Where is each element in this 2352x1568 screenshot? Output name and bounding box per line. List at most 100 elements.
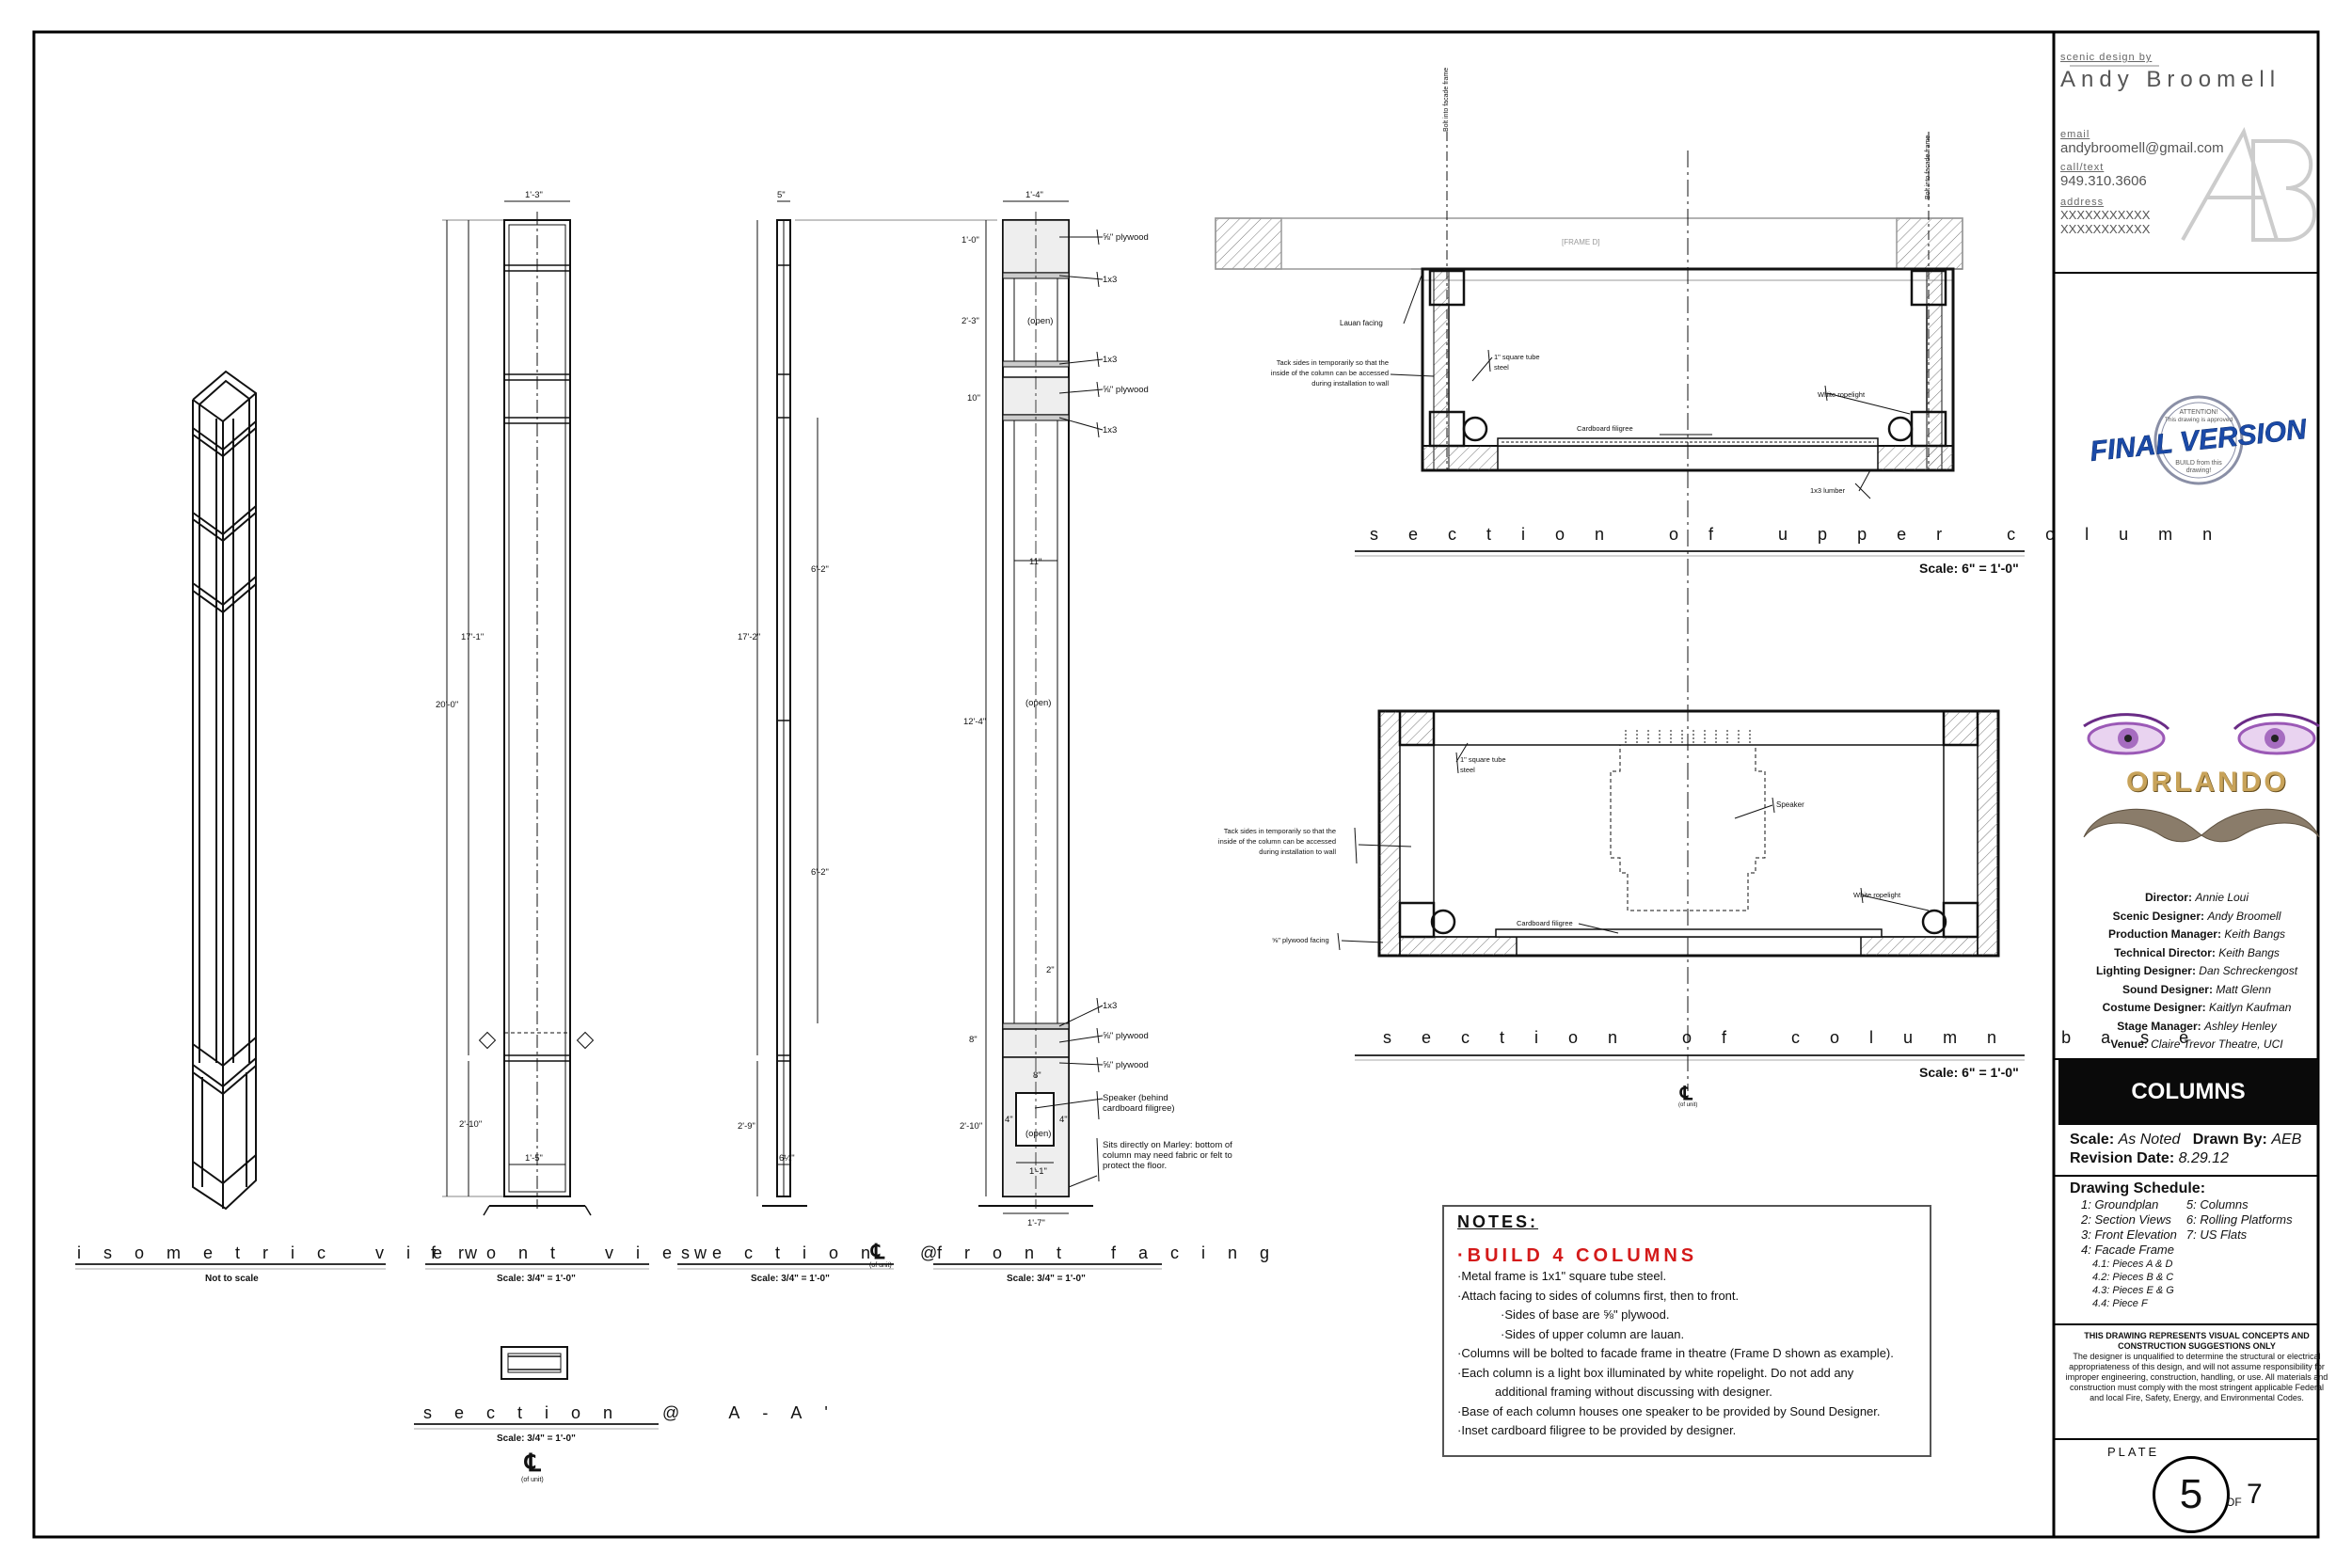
ff-open-1: (open) <box>1027 316 1054 326</box>
schedule-item: 1: Groundplan <box>2081 1197 2159 1212</box>
sheet-title: COLUMNS <box>2058 1059 2318 1125</box>
credit-row: Production Manager: Keith Bangs <box>2107 927 2286 941</box>
front-scale: Scale: 3/4" = 1'-0" <box>497 1274 576 1284</box>
base-section-scale: Scale: 6" = 1'-0" <box>1919 1065 2019 1080</box>
email-label: email <box>2060 129 2090 140</box>
credit-row: Venue: Claire Trevor Theatre, UCI <box>2110 1037 2283 1051</box>
front-view-column <box>442 200 595 1216</box>
dim-ff-2: 2'-3" <box>961 316 979 326</box>
bolt-callout-right: Bolt into facade frame <box>1925 135 1931 199</box>
ff-open-2: (open) <box>1025 698 1052 708</box>
address-label: address <box>2060 197 2105 208</box>
credit-row: Sound Designer: Matt Glenn <box>2122 982 2272 996</box>
upper-lumber-callout: 1x3 lumber <box>1810 486 1846 495</box>
column-base-section <box>1337 709 2000 958</box>
dim-front-base: 2'-10" <box>459 1119 483 1130</box>
designer-phone: 949.310.3606 <box>2060 173 2147 189</box>
plate-total: 7 <box>2247 1479 2263 1510</box>
orlando-eyes <box>2083 713 2320 755</box>
base-tube-callout: 1" square tube steel <box>1460 755 1506 774</box>
dim-ff-4: 6'-2" <box>811 564 829 575</box>
plate-of: OF <box>2226 1496 2242 1509</box>
front-title: front view <box>431 1243 730 1262</box>
centerline-symbol: ℄ <box>871 1240 885 1263</box>
dim-ff-3: 10" <box>967 393 980 404</box>
section-cl-column <box>756 200 997 1207</box>
ab-monogram <box>2181 126 2316 242</box>
notes-heading: NOTES: <box>1457 1212 1539 1231</box>
upper-section-scale: Scale: 6" = 1'-0" <box>1919 561 2019 576</box>
base-ply-callout: ⅝" plywood facing <box>1272 936 1329 944</box>
final-version-stamp: ATTENTION! This drawing is approved FINA… <box>2089 393 2310 492</box>
orlando-mustache <box>2083 808 2320 843</box>
note-line: ·Sides of base are ⅝" plywood. <box>1501 1307 1670 1322</box>
schedule-subitem: 4.2: Pieces B & C <box>2092 1272 2174 1283</box>
front-facing-scale: Scale: 3/4" = 1'-0" <box>1007 1274 1086 1284</box>
drawing-schedule: Drawing Schedule: 1: Groundplan 2: Secti… <box>2070 1180 2343 1310</box>
dim-ff-base-inner: 1'-1" <box>1029 1166 1047 1177</box>
base-speaker-callout: Speaker <box>1776 800 1804 809</box>
iso-scale: Not to scale <box>205 1274 259 1284</box>
dim-ff-6: 6'-2" <box>811 867 829 878</box>
upper-filigree-callout: Cardboard filigree <box>1577 424 1633 433</box>
production-credits: Director: Annie Loui Scenic Designer: An… <box>2060 889 2333 1054</box>
dim-sec-upper: 17'-2" <box>738 632 761 642</box>
dim-front-base-width: 1'-5" <box>525 1153 543 1164</box>
note-line: ·Attach facing to sides of columns first… <box>1457 1288 1740 1303</box>
note-line: ·Columns will be bolted to facade frame … <box>1457 1346 1894 1360</box>
credit-label: scenic design by <box>2060 52 2153 63</box>
dim-ff-sp-top: 8" <box>1033 1070 1041 1081</box>
ff-callout: ⅝" plywood <box>1103 232 1149 243</box>
dim-ff-sp-side-2: 4" <box>1059 1115 1068 1125</box>
schedule-item: 7: US Flats <box>2185 1227 2248 1242</box>
dim-sec-width: 5" <box>777 190 786 200</box>
section-cl-scale: Scale: 3/4" = 1'-0" <box>751 1274 830 1284</box>
dim-ff-5: 12'-4" <box>963 717 987 727</box>
upper-tack-callout: Tack sides in temporarily so that the in… <box>1270 358 1389 388</box>
front-facing-title: front facing <box>937 1243 1293 1262</box>
section-aa-note: (of unit) <box>521 1477 544 1483</box>
schedule-subitem: 4.4: Piece F <box>2092 1298 2148 1309</box>
iso-title: isometric view <box>77 1243 501 1262</box>
schedule-item: 3: Front Elevation <box>2081 1227 2177 1242</box>
dim-ff-inner: 11" <box>1029 557 1042 567</box>
ff-callout: 1x3 <box>1103 355 1118 365</box>
ff-speaker-callout: Speaker (behind cardboard filigree) <box>1103 1093 1175 1114</box>
address-line-2: XXXXXXXXXXX <box>2060 222 2151 236</box>
section-aa-title: section @ A-A' <box>423 1403 850 1422</box>
base-section-title: section of column base <box>1383 1028 2219 1047</box>
dim-ff-width: 1'-4" <box>1025 190 1043 200</box>
stamp-bottom-1: BUILD from this <box>2175 460 2222 467</box>
ff-callout: 1x3 <box>1103 1001 1118 1011</box>
upper-section-title: section of upper column <box>1370 525 2243 544</box>
dim-ff-1: 1'-0" <box>961 235 979 245</box>
ff-open-3: (open) <box>1025 1129 1052 1139</box>
note-line: ·Metal frame is 1x1" square tube steel. <box>1457 1269 1667 1283</box>
plate-label: PLATE <box>2107 1445 2160 1459</box>
centerline-symbol: ℄ <box>525 1449 541 1477</box>
stamp-line2: This drawing is approved <box>2165 417 2233 423</box>
dim-ff-9: 2'-10" <box>960 1121 983 1132</box>
lauan-callout: Lauan facing <box>1340 319 1383 327</box>
ff-callout: 1x3 <box>1103 275 1118 285</box>
upper-column-section <box>1215 132 1963 1091</box>
isometric-column <box>192 370 257 1211</box>
frame-label: [FRAME D] <box>1562 238 1600 246</box>
credit-row: Stage Manager: Ashley Henley <box>2117 1019 2277 1033</box>
note-line: ·Each column is a light box illuminated … <box>1457 1365 1854 1380</box>
bolt-callout-left: Bolt into facade frame <box>1443 67 1450 132</box>
designer-name: Andy Broomell <box>2060 67 2281 92</box>
schedule-item: 6: Rolling Platforms <box>2185 1212 2293 1227</box>
dim-ff-sp-side-1: 4" <box>1005 1115 1013 1125</box>
schedule-subitem: 4.3: Pieces E & G <box>2092 1285 2174 1296</box>
notes-box: NOTES: ·BUILD 4 COLUMNS ·Metal frame is … <box>1442 1205 1931 1457</box>
schedule-item: 2: Section Views <box>2081 1212 2171 1227</box>
dim-ff-base-w: 1'-7" <box>1027 1218 1045 1228</box>
dim-ff-8: 8" <box>969 1035 977 1045</box>
base-cl-note: (of unit) <box>1678 1102 1698 1108</box>
dim-sec-base: 2'-9" <box>738 1121 755 1132</box>
dim-front-upper: 17'-1" <box>461 632 485 642</box>
disclaimer: THIS DRAWING REPRESENTS VISUAL CONCEPTS … <box>2065 1331 2328 1402</box>
section-aa-detail <box>501 1346 568 1380</box>
